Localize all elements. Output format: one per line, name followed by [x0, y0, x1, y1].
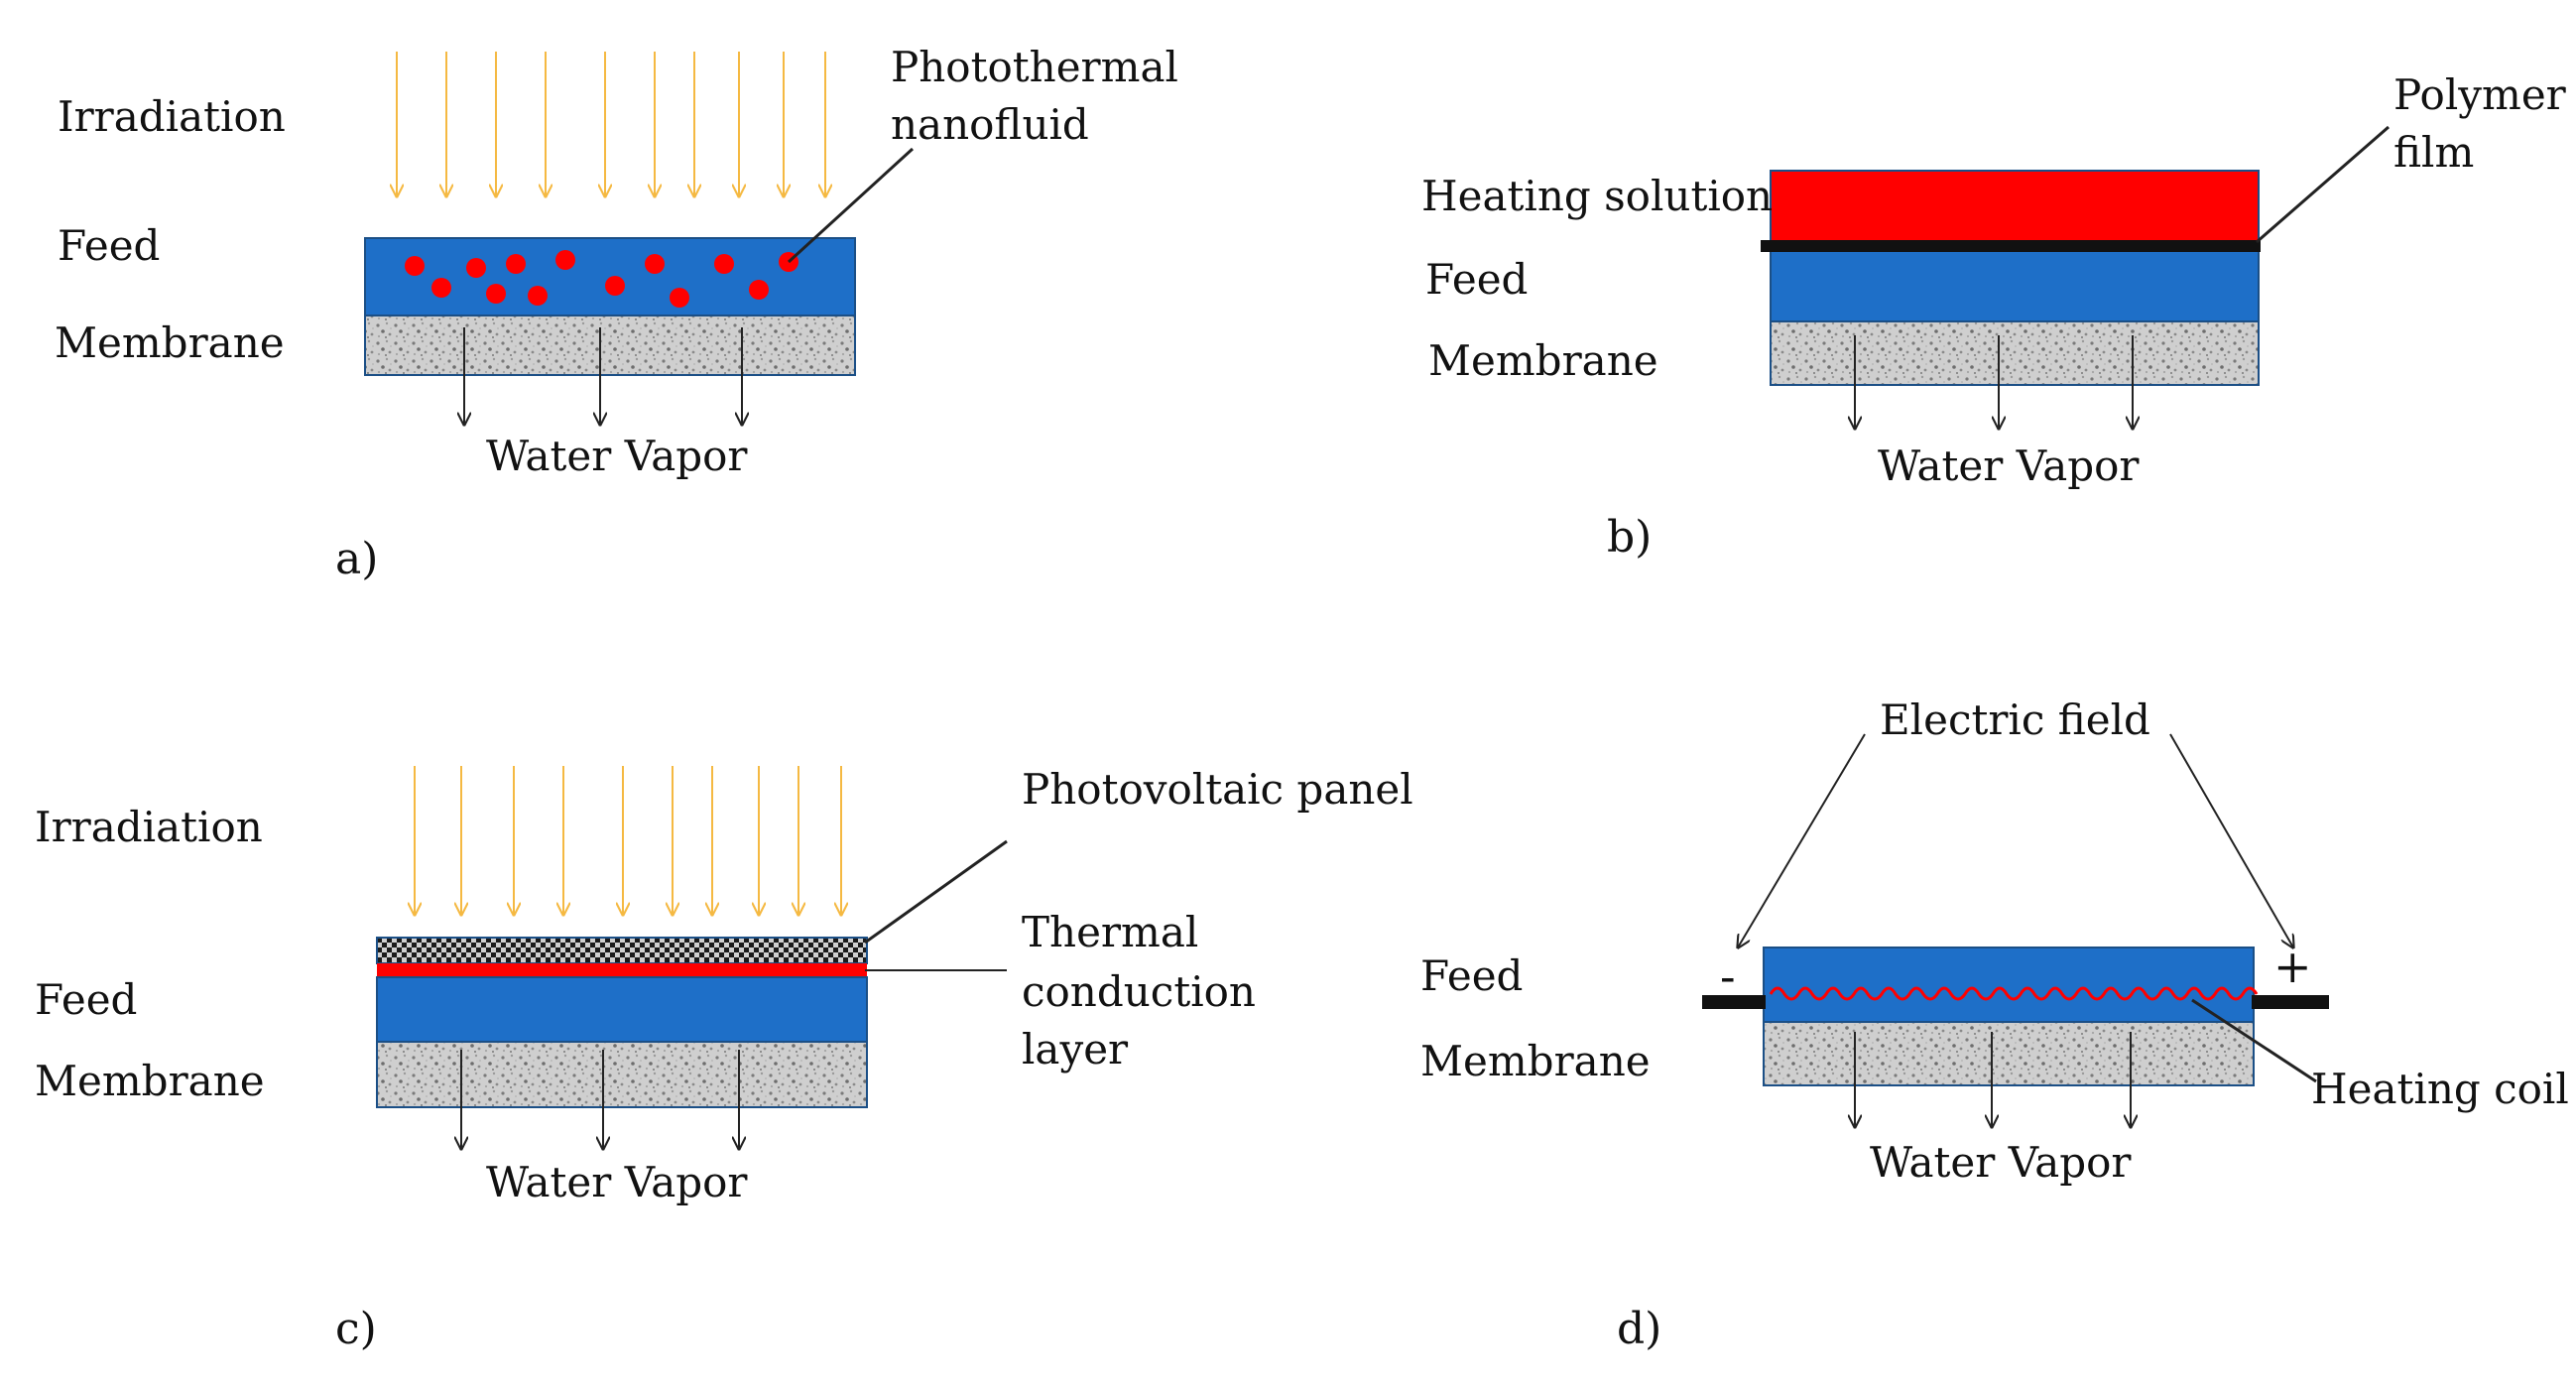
electric-field-label: Electric field — [1880, 695, 2150, 744]
membrane-layer — [376, 1041, 868, 1108]
particle — [466, 258, 486, 278]
positive-electrode — [2252, 995, 2329, 1009]
particle — [714, 254, 734, 274]
polymer-film — [1761, 240, 2261, 252]
feed-layer — [376, 976, 868, 1044]
particle — [749, 280, 769, 300]
heating-coil-wave — [1769, 986, 2259, 1001]
water-vapor-label: Water Vapor — [486, 1158, 748, 1206]
panel-b-label: b) — [1607, 512, 1652, 563]
panel-b: Heating solution Feed Membrane Water Vap… — [1421, 70, 2567, 563]
panel-d: Electric field Feed Membrane Water Vapor… — [1420, 695, 2569, 1354]
thermal-conduction-layer — [377, 963, 867, 977]
feed-label: Feed — [1425, 255, 1528, 304]
vapor-arrows — [461, 1050, 739, 1149]
particle — [528, 286, 548, 306]
vapor-arrows — [464, 327, 742, 425]
heating-coil-callout-line — [2191, 998, 2317, 1083]
heating-solution-layer — [1770, 170, 2260, 247]
membrane-layer — [1763, 1021, 2255, 1086]
thermal-label-line2: conduction — [1022, 967, 1256, 1016]
panel-a-label: a) — [335, 534, 378, 584]
feed-label: Feed — [58, 221, 160, 270]
membrane-label: Membrane — [1428, 336, 1658, 385]
particle — [405, 256, 425, 276]
irradiation-rays — [415, 766, 841, 915]
plus-sign: + — [2273, 940, 2312, 993]
vapor-arrows — [1855, 1032, 2131, 1127]
feed-label: Feed — [1420, 951, 1523, 1000]
electric-field-arrow-left — [1738, 733, 1866, 947]
membrane-layer — [364, 315, 856, 376]
feed-layer — [1763, 947, 2255, 1030]
feed-label: Feed — [35, 975, 137, 1024]
pv-panel-callout-line — [864, 839, 1008, 945]
irradiation-label: Irradiation — [35, 803, 263, 851]
particle — [670, 288, 689, 308]
particle — [555, 250, 575, 270]
photothermal-callout-line1: Photothermal — [891, 43, 1178, 91]
membrane-label: Membrane — [55, 318, 285, 367]
particle — [431, 278, 451, 298]
panel-d-label: d) — [1617, 1304, 1661, 1354]
feed-layer — [1770, 249, 2260, 324]
vapor-arrows — [1855, 335, 2133, 429]
polymer-film-callout-line — [2256, 125, 2390, 244]
membrane-layer — [1770, 320, 2260, 386]
nanofluid-callout-line — [787, 147, 915, 264]
panel-a: Irradiation Feed Membrane Water Vapor Ph… — [55, 43, 1178, 584]
polymer-callout-line2: film — [2393, 128, 2474, 177]
water-vapor-label: Water Vapor — [1870, 1138, 2132, 1187]
polymer-callout-line1: Polymer — [2393, 70, 2567, 119]
particle — [605, 276, 625, 296]
minus-sign: - — [1720, 949, 1736, 1003]
photovoltaic-panel-label: Photovoltaic panel — [1022, 765, 1413, 814]
electric-field-arrow-right — [2169, 733, 2293, 947]
irradiation-rays — [397, 52, 825, 196]
panel-c: Irradiation Feed Membrane Water Vapor Ph… — [35, 765, 1413, 1354]
heating-coil-label: Heating coil — [2311, 1065, 2569, 1113]
water-vapor-label: Water Vapor — [1878, 442, 2140, 490]
thermal-label-line3: layer — [1022, 1025, 1129, 1073]
water-vapor-label: Water Vapor — [486, 432, 748, 480]
membrane-label: Membrane — [35, 1057, 265, 1105]
membrane-label: Membrane — [1420, 1037, 1651, 1085]
photothermal-callout-line2: nanofluid — [891, 100, 1089, 149]
particle — [506, 254, 526, 274]
particle — [486, 284, 506, 304]
negative-electrode — [1702, 995, 1766, 1009]
nanofluid-particles — [405, 250, 798, 308]
photovoltaic-panel-layer — [376, 937, 868, 964]
thermal-label-line1: Thermal — [1022, 908, 1198, 956]
irradiation-label: Irradiation — [58, 92, 286, 141]
panel-c-label: c) — [335, 1304, 377, 1354]
heating-solution-label: Heating solution — [1421, 172, 1773, 220]
particle — [645, 254, 665, 274]
